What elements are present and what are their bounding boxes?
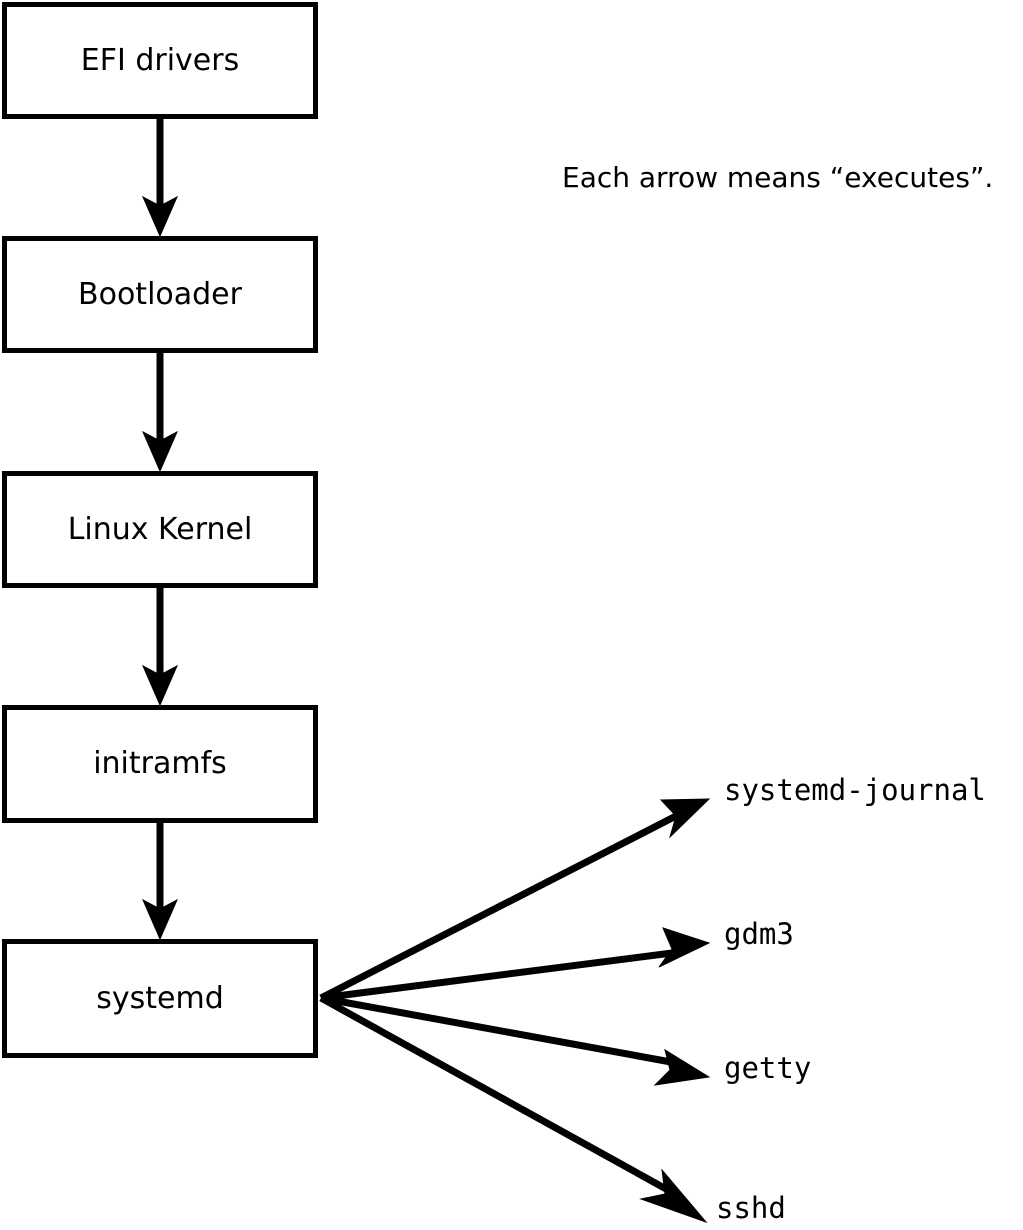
node-label-bootloader: Bootloader [78,276,242,312]
arrow-systemd-to-getty [320,994,711,1086]
node-label-linux-kernel: Linux Kernel [67,511,253,547]
node-bootloader: Bootloader [2,236,318,353]
leaf-label-sshd: sshd [716,1191,786,1225]
node-linux-kernel: Linux Kernel [2,471,318,588]
node-systemd: systemd [2,939,318,1058]
node-efi-drivers: EFI drivers [2,2,318,119]
arrow-initramfs-to-systemd [141,823,179,941]
arrow-bootloader-to-kernel [141,353,179,473]
leaf-label-systemd-journal: systemd-journal [724,773,986,807]
leaf-label-getty: getty [724,1051,812,1085]
arrow-systemd-to-sshd [319,994,708,1224]
arrow-kernel-to-initramfs [141,588,179,707]
node-label-systemd: systemd [96,980,224,1016]
arrow-systemd-to-systemd-journal [319,798,711,1002]
leaf-label-gdm3: gdm3 [724,917,794,951]
node-initramfs: initramfs [2,705,318,823]
diagram-caption: Each arrow means “executes”. [562,161,994,194]
arrow-systemd-to-gdm3 [320,927,711,1002]
node-label-initramfs: initramfs [93,746,227,781]
node-label-efi-drivers: EFI drivers [80,42,240,78]
arrow-efi-to-bootloader [141,119,179,238]
